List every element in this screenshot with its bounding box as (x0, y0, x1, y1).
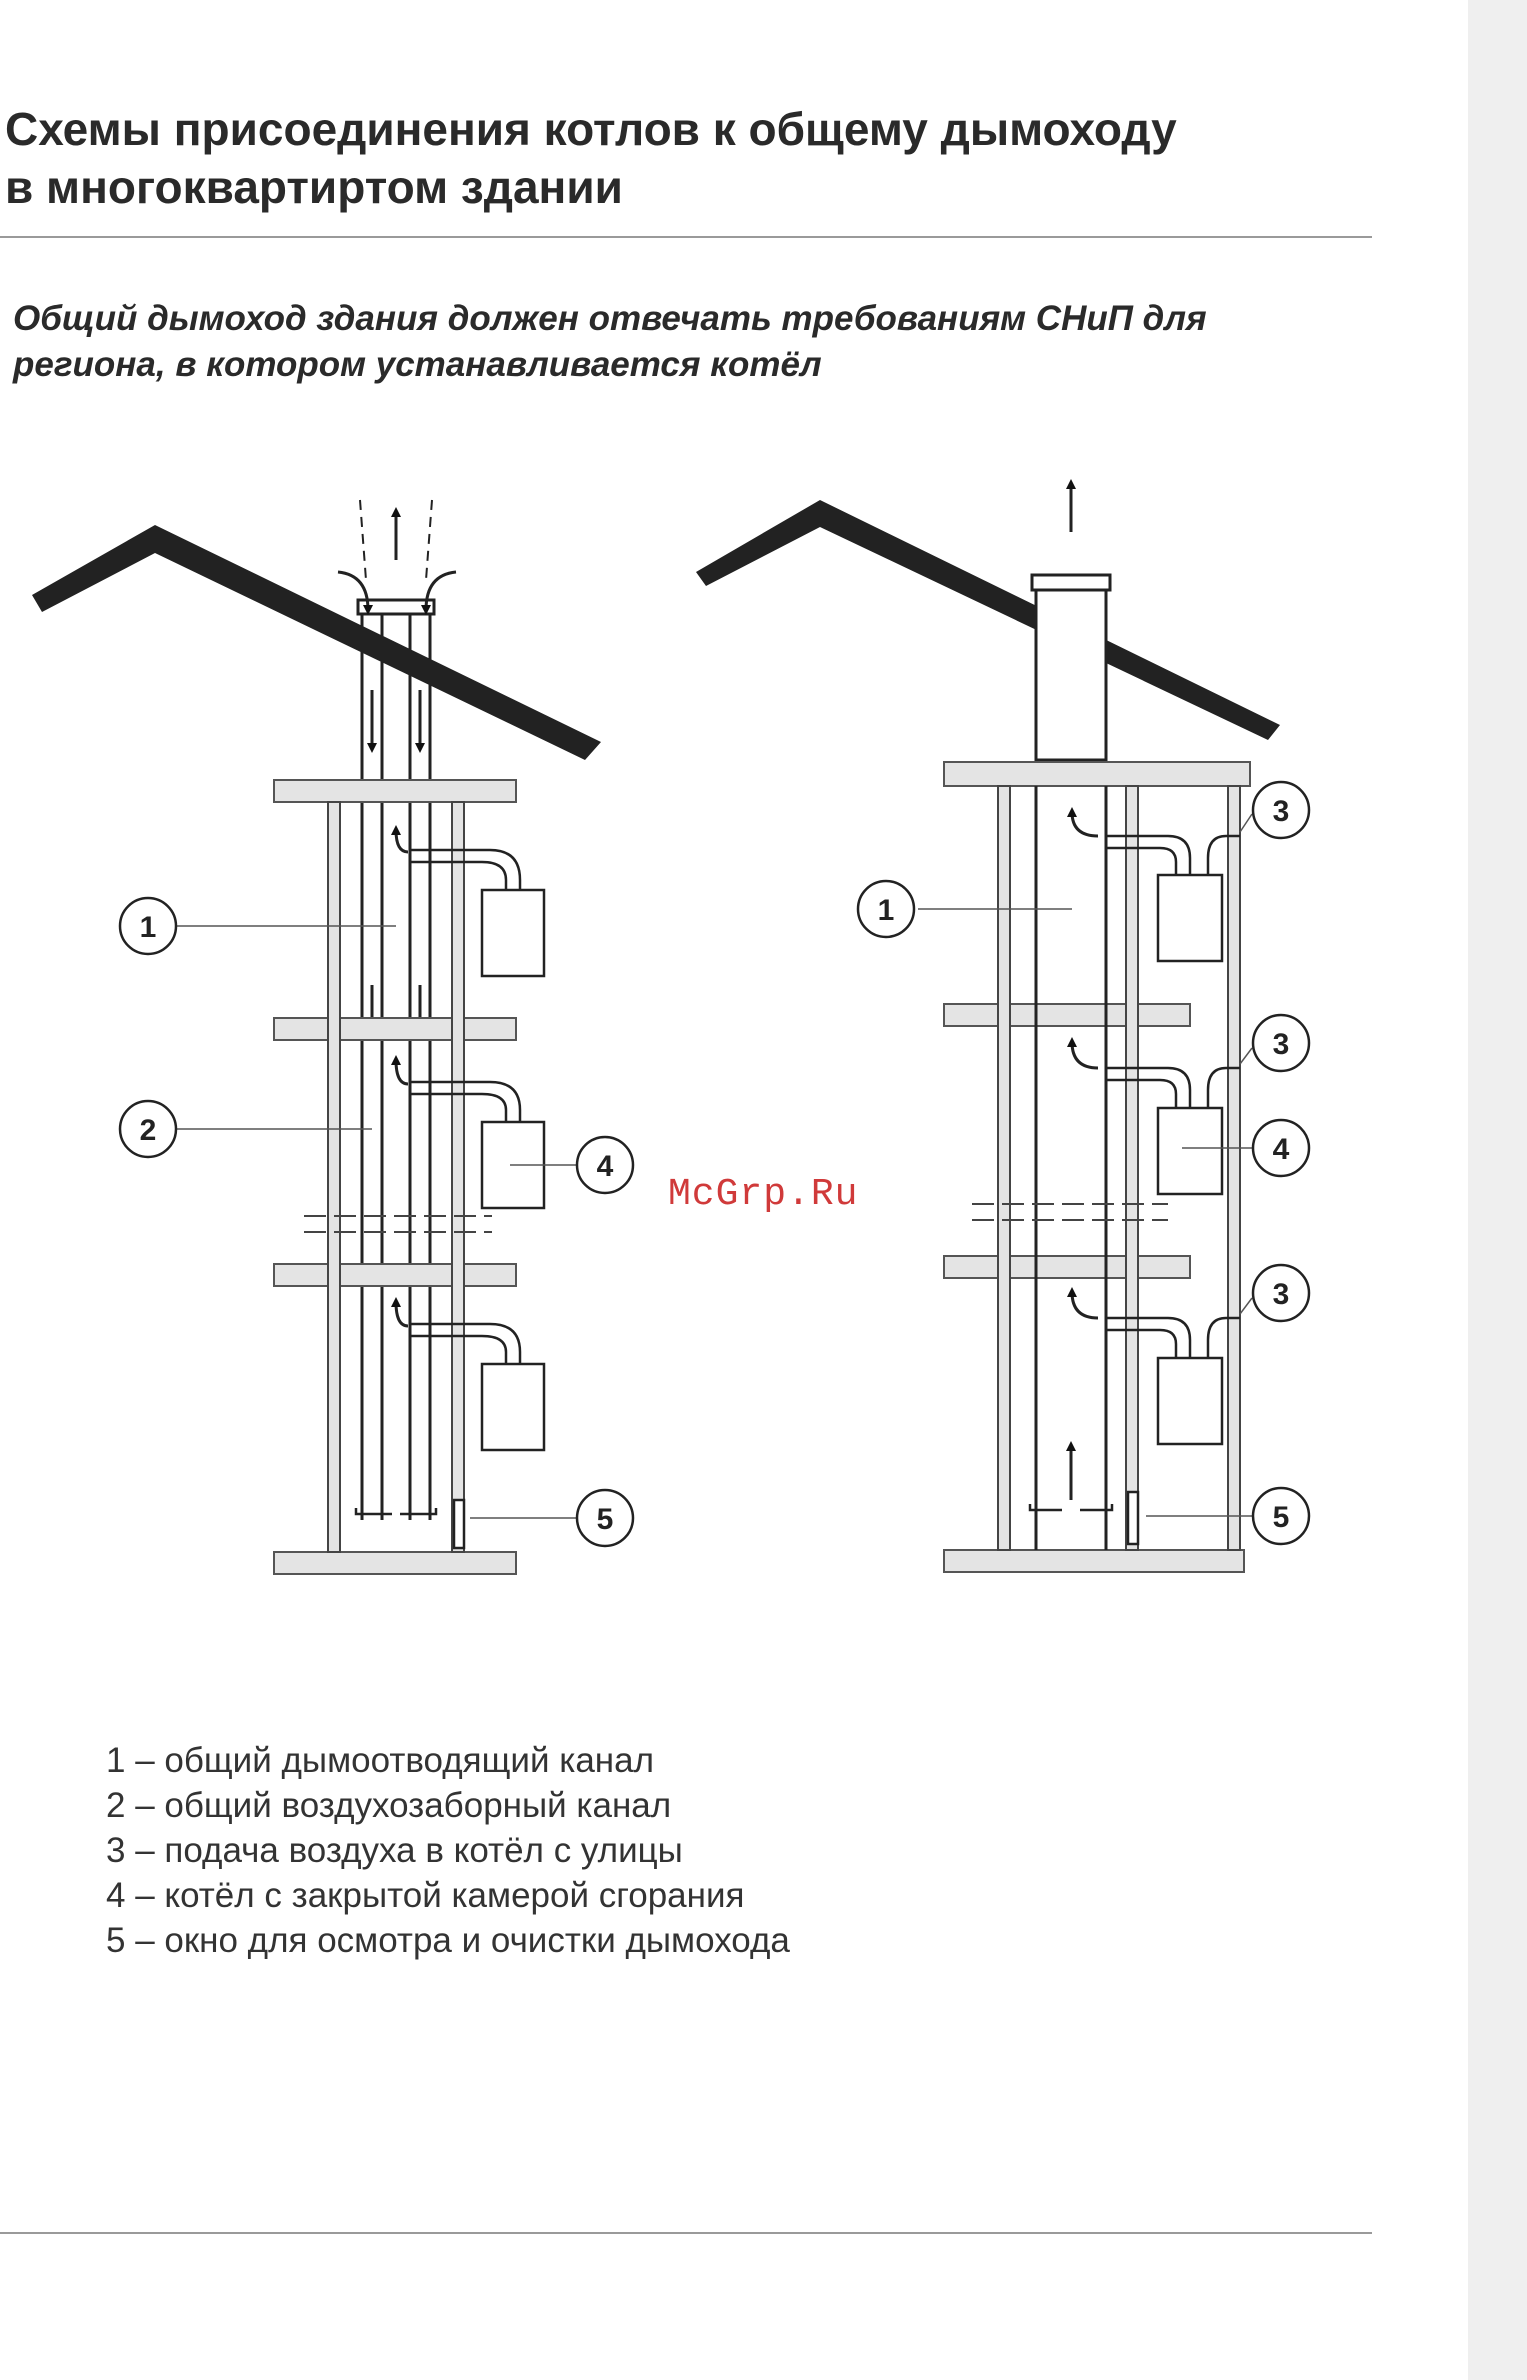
legend-item: 3 – подача воздуха в котёл с улицы (106, 1831, 683, 1870)
page-title: Схемы присоединения котлов к общему дымо… (5, 100, 1365, 216)
chimney-diagrams: 1 2 4 5 (32, 479, 1311, 1575)
callout-3c-right: 3 (1251, 1263, 1311, 1323)
svg-text:1: 1 (140, 911, 157, 944)
subtitle-line-1: Общий дымоход здания должен отвечать тре… (13, 299, 1207, 338)
page-margin-strip (1468, 0, 1527, 2380)
walls-right (997, 785, 1241, 1551)
leaders-left (176, 925, 578, 1519)
flue-arrows-right (1066, 807, 1099, 1500)
flue-arrows-left (391, 825, 409, 1328)
chimney-stack-right (1034, 588, 1108, 762)
callout-1-left: 1 (118, 896, 178, 956)
svg-text:2: 2 (140, 1114, 157, 1147)
legend-list: 1 – общий дымоотводящий канал 2 – общий … (106, 1738, 790, 1963)
svg-text:3: 3 (1273, 1028, 1290, 1061)
roof-right (696, 500, 1280, 740)
legend-item: 4 – котёл с закрытой камерой сгорания (106, 1876, 745, 1915)
break-lines-left (304, 1215, 492, 1233)
svg-text:5: 5 (1273, 1501, 1290, 1534)
callouts-left: 1 2 4 5 (118, 896, 635, 1548)
inspection-window-left (354, 1498, 466, 1550)
shaft-right (1034, 786, 1108, 1550)
title-line-1: Схемы присоединения котлов к общему дымо… (5, 103, 1177, 155)
svg-text:3: 3 (1273, 1278, 1290, 1311)
footer-divider (0, 2232, 1372, 2234)
diagram-right: 1 3 3 4 3 5 (696, 479, 1311, 1573)
callout-2-left: 2 (118, 1099, 178, 1159)
callout-3b-right: 3 (1251, 1013, 1311, 1073)
callout-5-left: 5 (575, 1488, 635, 1548)
boiler-pipes-right (1106, 834, 1240, 1358)
svg-text:4: 4 (1273, 1133, 1290, 1166)
callouts-right: 1 3 3 4 3 5 (856, 780, 1311, 1546)
watermark-text: McGrp.Ru (668, 1173, 858, 1216)
callout-1-right: 1 (856, 879, 916, 939)
callout-4-left: 4 (575, 1135, 635, 1195)
diagram-left: 1 2 4 5 (32, 499, 635, 1575)
break-lines-right (972, 1203, 1168, 1221)
page-subtitle: Общий дымоход здания должен отвечать тре… (13, 296, 1373, 388)
svg-text:3: 3 (1273, 795, 1290, 828)
air-down-arrows-left (367, 690, 425, 1035)
legend-item: 5 – окно для осмотра и очистки дымохода (106, 1921, 790, 1960)
intake-lines-left (359, 499, 433, 581)
roof-left (32, 525, 601, 760)
svg-text:4: 4 (597, 1150, 614, 1183)
walls-left (327, 801, 465, 1553)
callout-4-right: 4 (1251, 1118, 1311, 1178)
leaders-right (918, 813, 1253, 1517)
callout-5-right: 5 (1251, 1486, 1311, 1546)
boilers-left (480, 888, 546, 1452)
floors-left (273, 779, 517, 1575)
inspection-window-right (1028, 1490, 1140, 1546)
title-line-2: в многоквартиртом здании (5, 161, 623, 213)
chimney-cap-right (1030, 573, 1112, 592)
svg-text:5: 5 (597, 1503, 614, 1536)
chimney-cap-left (356, 598, 436, 616)
legend-item: 2 – общий воздухозаборный канал (106, 1786, 672, 1825)
intake-curve-left-b (421, 570, 457, 615)
legend-item: 1 – общий дымоотводящий канал (106, 1741, 655, 1780)
callout-3a-right: 3 (1251, 780, 1311, 840)
boilers-right (1156, 873, 1224, 1446)
intake-curve-left-a (337, 570, 373, 615)
boiler-pipes-left (410, 848, 522, 1364)
svg-text:1: 1 (878, 894, 895, 927)
subtitle-line-2: региона, в котором устанавливается котёл (13, 345, 822, 384)
title-divider (0, 236, 1372, 238)
shaft-left (360, 614, 432, 1520)
